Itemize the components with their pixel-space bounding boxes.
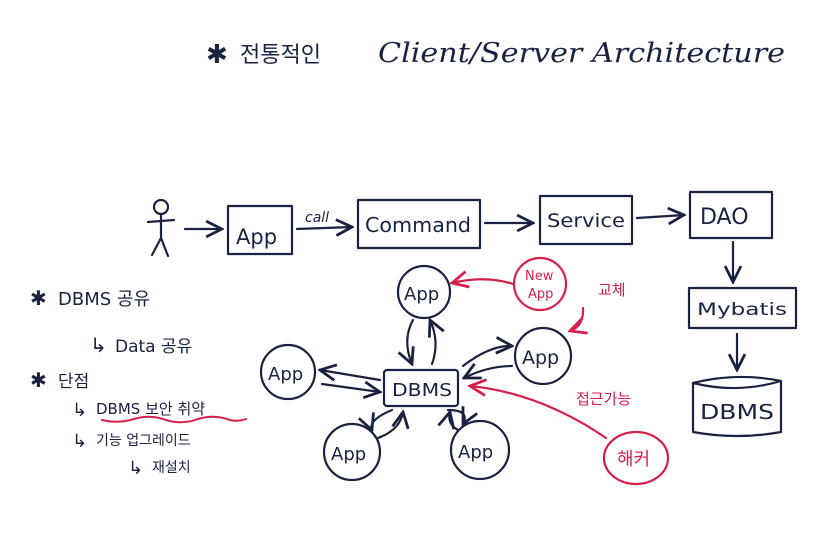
replace-label: 교체 <box>598 281 626 299</box>
center-dbms-box <box>382 368 460 408</box>
dao-box <box>688 190 774 240</box>
note-data-share: Data 공유 <box>115 337 192 357</box>
arrow-new-app-to-app <box>452 279 515 284</box>
command-label: Command <box>365 213 471 237</box>
dao-label: DAO <box>700 205 749 230</box>
service-box <box>538 194 634 246</box>
arrow-from-left-app <box>320 384 380 392</box>
center-dbms-label: DBMS <box>392 380 452 401</box>
note-arrow-1: ↳ <box>90 333 107 357</box>
arrow-top-down <box>407 318 413 364</box>
title-asterisk: ✱ <box>206 40 228 70</box>
main-flow <box>146 190 798 438</box>
app-top-label: App <box>404 284 439 305</box>
app-right-label: App <box>522 347 559 369</box>
security-underline <box>101 415 247 424</box>
app-box <box>226 204 294 256</box>
arrow-hacker-access <box>470 386 608 440</box>
note-star-2: ✱ <box>30 368 47 392</box>
note-feature-upgrade: 기능 업그레이드 <box>96 433 191 449</box>
note-reinstall: 재설치 <box>152 460 191 476</box>
note-security-weak: DBMS 보안 취약 <box>96 400 205 418</box>
app-label: App <box>236 225 277 249</box>
title: ✱ 전통적인 Client/Server Architecture <box>206 38 785 70</box>
new-app-node <box>512 256 568 312</box>
app-left-node <box>259 343 317 401</box>
arrow-top-up <box>430 320 436 366</box>
app-bottom-left-label: App <box>331 444 366 465</box>
hacker-label: 해커 <box>617 449 650 470</box>
arrow-to-left-app <box>320 370 382 380</box>
app-right-node <box>513 326 573 386</box>
mybatis-box <box>687 286 798 330</box>
main-flow-labels: App call Command Service DAO Mybatis DBM… <box>236 205 787 424</box>
note-star-1: ✱ <box>30 286 47 310</box>
arrow-to-right-app <box>461 346 512 368</box>
new-app-line1: New <box>525 269 554 284</box>
call-label: call <box>305 210 329 226</box>
app-bottom-left-node <box>322 422 382 482</box>
dbms-cylinder <box>691 375 783 438</box>
app-left-label: App <box>268 364 303 385</box>
note-arrow-3: ↳ <box>72 431 87 452</box>
network <box>259 264 573 482</box>
arrow-service-to-dao <box>635 215 684 218</box>
arrow-from-bottom-right-app <box>449 412 460 432</box>
arrow-call <box>295 227 352 229</box>
new-app-line2: App <box>528 287 553 302</box>
service-label: Service <box>547 210 625 232</box>
network-labels: DBMS App App App App App <box>268 284 559 465</box>
app-top-node <box>396 264 452 320</box>
stick-figure-icon <box>146 198 176 258</box>
dbms-label: DBMS <box>700 400 774 424</box>
title-english: Client/Server Architecture <box>378 38 785 69</box>
note-arrow-4: ↳ <box>128 458 143 479</box>
arrow-to-bottom-left-app <box>371 408 394 430</box>
arrow-from-right-app <box>464 366 514 378</box>
app-bottom-right-label: App <box>458 442 493 463</box>
arrow-from-bottom-left-app <box>376 412 403 440</box>
mybatis-label: Mybatis <box>697 300 787 320</box>
notes: ✱ DBMS 공유 ↳ Data 공유 ✱ 단점 ↳ DBMS 보안 취약 ↳ … <box>30 286 205 479</box>
red-annotation-labels: New App 교체 접근가능 해커 <box>525 269 650 470</box>
arrow-replace <box>570 306 583 331</box>
note-disadvantage: 단점 <box>58 372 89 392</box>
title-korean: 전통적인 <box>240 43 321 68</box>
command-box <box>356 198 482 250</box>
note-arrow-2: ↳ <box>72 400 87 421</box>
hacker-node <box>602 430 670 486</box>
accessible-label: 접근가능 <box>576 390 631 408</box>
note-dbms-share: DBMS 공유 <box>58 289 150 310</box>
red-annotations <box>452 256 670 486</box>
app-bottom-right-node <box>449 419 511 481</box>
